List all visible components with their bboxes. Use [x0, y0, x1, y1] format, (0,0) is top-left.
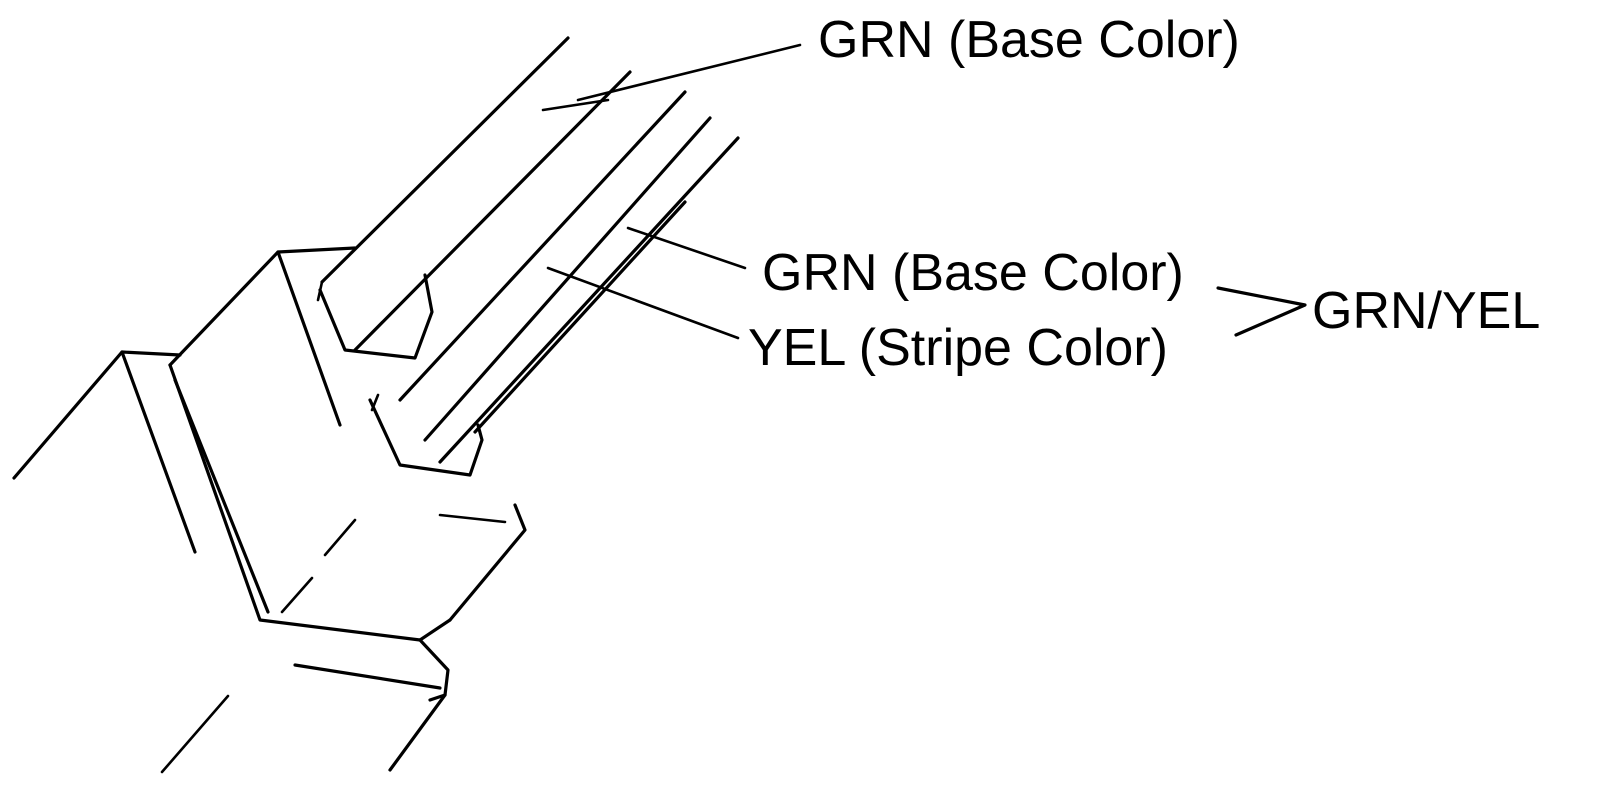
label-combined-color: GRN/YEL	[1312, 282, 1540, 340]
label-mid-base-color: GRN (Base Color)	[762, 244, 1184, 302]
connector-shell-left	[12, 350, 182, 480]
bottom-hatch-2	[280, 576, 314, 614]
connector-body	[12, 246, 527, 774]
leader-stripe	[546, 266, 740, 340]
solid-wire-hatch	[541, 98, 610, 112]
label-stripe-color: YEL (Stripe Color)	[748, 319, 1168, 377]
solid-wire-left-edge	[320, 36, 570, 284]
connector-lower-step-edge	[293, 663, 442, 690]
upper-cavity	[318, 273, 434, 360]
bottom-hatch-1	[160, 694, 230, 774]
connector-front-face	[168, 363, 452, 642]
striped-wire-edge-2	[423, 116, 712, 442]
connector-bottom-right	[388, 693, 447, 772]
connector-front-face-inner	[173, 378, 270, 614]
striped-wire	[398, 90, 740, 464]
solid-wire	[320, 36, 632, 352]
leader-mid-base	[626, 226, 747, 270]
leader-lines	[546, 43, 1307, 340]
upper-cavity-lip	[316, 280, 324, 302]
connector-shell-left-inner	[120, 350, 197, 554]
bottom-hatch-3	[323, 518, 357, 557]
connector-right-hatch	[438, 513, 507, 524]
connector-right-edge	[448, 503, 527, 622]
lower-cavity-lip	[370, 393, 380, 412]
striped-wire-edge-3	[438, 136, 740, 464]
connector-lower-step	[418, 638, 450, 702]
lower-cavity	[368, 398, 484, 477]
combine-bracket	[1216, 286, 1307, 337]
leader-top-base	[576, 43, 802, 102]
striped-wire-edge-4	[473, 200, 687, 434]
solid-wire-right-edge	[353, 70, 632, 352]
connector-right-face	[276, 250, 342, 427]
striped-wire-edge-1	[398, 90, 687, 402]
label-top-base-color: GRN (Base Color)	[818, 11, 1240, 69]
